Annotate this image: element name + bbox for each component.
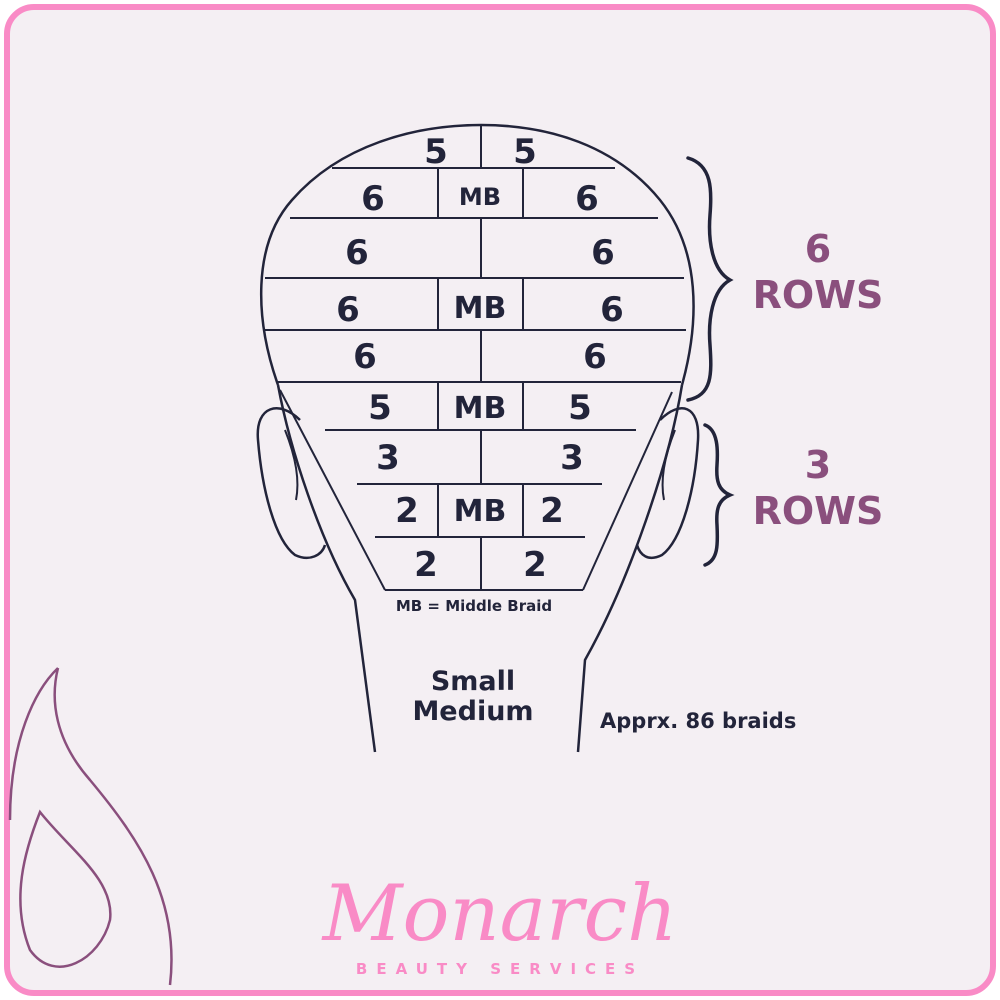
top-group-word: ROWS — [753, 273, 884, 317]
row-1-right: 5 — [513, 132, 537, 172]
row-9-right: 2 — [523, 545, 547, 585]
row-6-right: 5 — [568, 388, 592, 428]
row-2-left: 6 — [361, 179, 385, 219]
row-5-left: 6 — [353, 337, 377, 377]
row-4-middle-braid: MB — [454, 291, 507, 326]
top-brace-icon — [686, 156, 734, 402]
size-label-medium: Medium — [412, 696, 533, 727]
size-label-small: Small — [431, 666, 515, 697]
logo-wordmark: Monarch — [321, 869, 678, 959]
braid-count: Apprx. 86 braids — [600, 709, 796, 733]
row-7-right: 3 — [560, 438, 584, 478]
monarch-logo: Monarch BEAUTY SERVICES — [321, 869, 678, 978]
braid-counts: 5 5 6 MB 6 6 6 6 MB 6 6 6 5 MB 5 3 3 2 M… — [336, 132, 624, 585]
section-lines — [264, 125, 686, 591]
row-8-right: 2 — [540, 491, 564, 531]
row-4-left: 6 — [336, 290, 360, 330]
row-2-right: 6 — [575, 179, 599, 219]
row-3-right: 6 — [591, 233, 615, 273]
right-ear — [635, 407, 700, 560]
bottom-group-word: ROWS — [753, 489, 884, 533]
row-5-right: 6 — [583, 337, 607, 377]
head-outline — [256, 123, 700, 753]
legend: MB = Middle Braid — [396, 597, 552, 615]
flame-decoration-icon — [8, 667, 173, 986]
row-3-left: 6 — [345, 233, 369, 273]
left-ear — [256, 407, 327, 560]
bottom-brace-icon — [703, 423, 735, 567]
row-6-left: 5 — [368, 388, 392, 428]
row-4-right: 6 — [600, 290, 624, 330]
top-group-number: 6 — [805, 227, 831, 271]
row-8-middle-braid: MB — [454, 494, 507, 529]
brace-icons — [686, 156, 735, 567]
row-9-left: 2 — [414, 545, 438, 585]
row-7-left: 3 — [376, 438, 400, 478]
row-1-left: 5 — [424, 132, 448, 172]
card — [4, 4, 996, 996]
logo-tagline: BEAUTY SERVICES — [356, 960, 644, 978]
row-2-middle-braid: MB — [459, 183, 501, 211]
bottom-group-number: 3 — [805, 443, 831, 487]
row-6-middle-braid: MB — [454, 391, 507, 426]
row-8-left: 2 — [395, 491, 419, 531]
